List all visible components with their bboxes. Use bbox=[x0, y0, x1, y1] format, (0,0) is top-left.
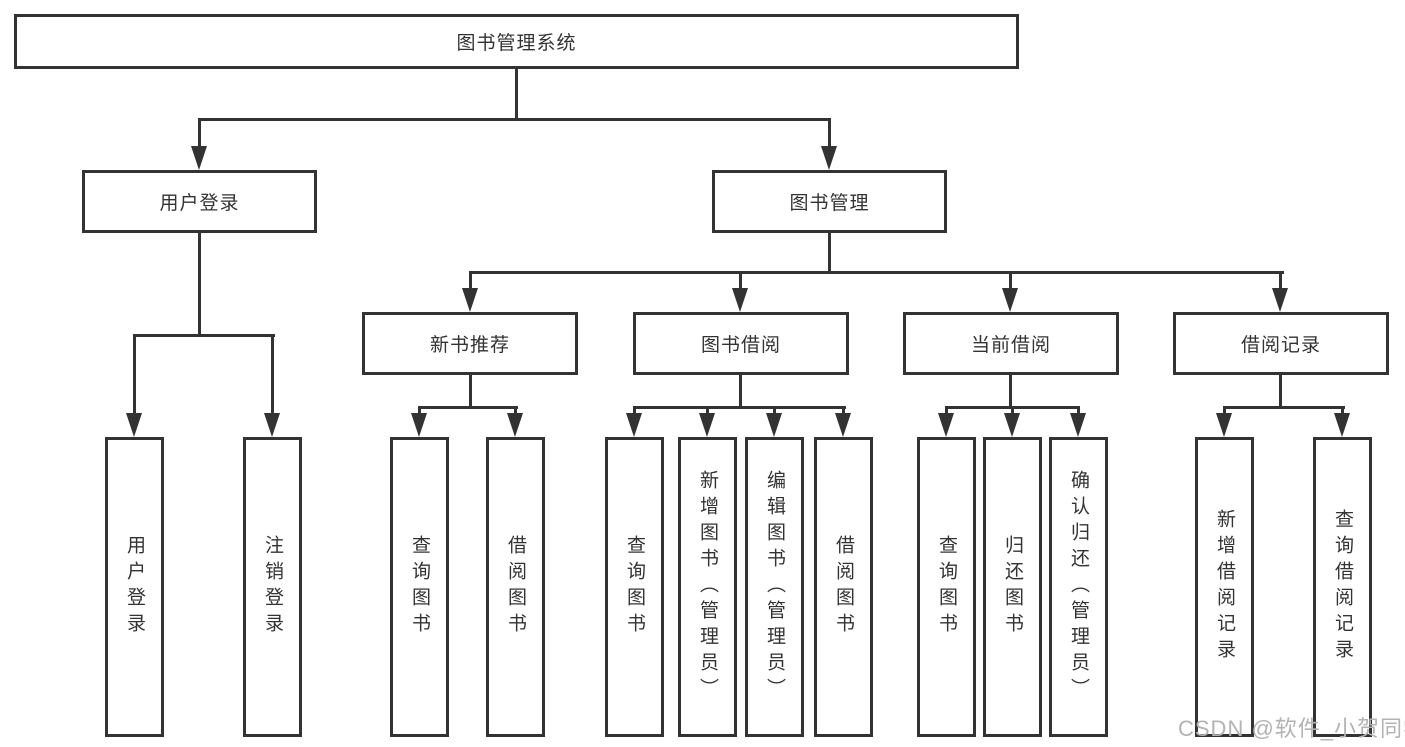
node-book-management: 图书管理 bbox=[712, 170, 947, 233]
connector-line bbox=[469, 375, 472, 409]
arrowhead-down-icon bbox=[938, 413, 954, 437]
connector-line bbox=[469, 271, 1284, 274]
connector-line bbox=[418, 406, 518, 409]
leaf-label: 查询图书 bbox=[936, 535, 957, 639]
connector-line bbox=[198, 118, 201, 152]
arrowhead-down-icon bbox=[264, 413, 280, 437]
arrowhead-down-icon bbox=[626, 413, 642, 437]
connector-line bbox=[514, 406, 517, 419]
connector-line bbox=[133, 334, 275, 337]
leaf-add-books-admin: 新增图书（管理员） bbox=[678, 437, 737, 737]
connector-line bbox=[515, 68, 518, 121]
leaf-label: 用户登录 bbox=[124, 535, 145, 639]
leaf-label: 归还图书 bbox=[1002, 535, 1023, 639]
leaf-label: 确认归还（管理员） bbox=[1068, 470, 1089, 704]
leaf-label: 新增借阅记录 bbox=[1214, 509, 1235, 665]
leaf-label: 借阅图书 bbox=[833, 535, 854, 639]
leaf-edit-books-admin: 编辑图书（管理员） bbox=[745, 437, 804, 737]
arrowhead-down-icon bbox=[1070, 413, 1086, 437]
connector-line bbox=[828, 118, 831, 152]
connector-line bbox=[828, 233, 831, 274]
connector-line bbox=[198, 118, 831, 121]
connector-line bbox=[1279, 271, 1282, 291]
connector-line bbox=[1077, 406, 1080, 419]
node-root-label: 图书管理系统 bbox=[456, 33, 577, 54]
leaf-query-borrow-record: 查询借阅记录 bbox=[1313, 437, 1372, 737]
connector-line bbox=[469, 271, 472, 291]
node-current-borrow: 当前借阅 bbox=[903, 312, 1119, 375]
arrowhead-down-icon bbox=[1216, 413, 1232, 437]
connector-line bbox=[1341, 406, 1344, 419]
arrowhead-down-icon bbox=[821, 146, 837, 170]
leaf-confirm-return-admin: 确认归还（管理员） bbox=[1049, 437, 1108, 737]
leaf-return-books: 归还图书 bbox=[983, 437, 1042, 737]
leaf-borrow-books: 借阅图书 bbox=[814, 437, 873, 737]
connector-line bbox=[1223, 406, 1226, 419]
leaf-add-borrow-record: 新增借阅记录 bbox=[1195, 437, 1254, 737]
arrowhead-down-icon bbox=[462, 288, 478, 312]
node-current-borrow-label: 当前借阅 bbox=[970, 335, 1051, 356]
connector-line bbox=[842, 406, 845, 419]
leaf-query-books-borrow: 查询图书 bbox=[605, 437, 664, 737]
leaf-user-login: 用户登录 bbox=[105, 437, 164, 737]
connector-line bbox=[1009, 375, 1012, 409]
connector-line bbox=[633, 406, 636, 419]
connector-line bbox=[706, 406, 709, 419]
arrowhead-down-icon bbox=[1002, 288, 1018, 312]
node-book-borrow: 图书借阅 bbox=[633, 312, 849, 375]
connector-line bbox=[945, 406, 948, 419]
connector-line bbox=[1223, 406, 1345, 409]
connector-line bbox=[739, 271, 742, 291]
leaf-logout: 注销登录 bbox=[243, 437, 302, 737]
connector-line bbox=[739, 375, 742, 409]
arrowhead-down-icon bbox=[191, 146, 207, 170]
leaf-label: 查询借阅记录 bbox=[1332, 509, 1353, 665]
leaf-borrow-books-recommend: 借阅图书 bbox=[486, 437, 545, 737]
connector-line bbox=[418, 406, 421, 419]
node-user-login-label: 用户登录 bbox=[159, 193, 240, 214]
node-borrow-records: 借阅记录 bbox=[1173, 312, 1389, 375]
arrowhead-down-icon bbox=[411, 413, 427, 437]
connector-line bbox=[1279, 375, 1282, 409]
node-book-borrow-label: 图书借阅 bbox=[700, 335, 781, 356]
connector-line bbox=[773, 406, 776, 419]
leaf-label: 编辑图书（管理员） bbox=[764, 470, 785, 704]
node-user-login: 用户登录 bbox=[82, 170, 317, 233]
arrowhead-down-icon bbox=[126, 413, 142, 437]
csdn-watermark: CSDN @软件_小贺同学 bbox=[1178, 716, 1405, 741]
connector-line bbox=[1009, 271, 1012, 291]
arrowhead-down-icon bbox=[1004, 413, 1020, 437]
arrowhead-down-icon bbox=[732, 288, 748, 312]
leaf-query-books-current: 查询图书 bbox=[917, 437, 976, 737]
node-borrow-records-label: 借阅记录 bbox=[1240, 335, 1321, 356]
leaf-label: 注销登录 bbox=[262, 535, 283, 639]
arrowhead-down-icon bbox=[1334, 413, 1350, 437]
leaf-label: 查询图书 bbox=[409, 535, 430, 639]
node-book-management-label: 图书管理 bbox=[789, 193, 870, 214]
node-new-book-recommend: 新书推荐 bbox=[362, 312, 578, 375]
connector-line bbox=[633, 406, 846, 409]
arrowhead-down-icon bbox=[1272, 288, 1288, 312]
node-root: 图书管理系统 bbox=[14, 14, 1019, 69]
arrowhead-down-icon bbox=[699, 413, 715, 437]
connector-line bbox=[133, 334, 136, 419]
connector-line bbox=[198, 233, 201, 337]
node-new-book-recommend-label: 新书推荐 bbox=[429, 335, 510, 356]
leaf-label: 借阅图书 bbox=[505, 535, 526, 639]
arrowhead-down-icon bbox=[507, 413, 523, 437]
leaf-label: 新增图书（管理员） bbox=[697, 470, 718, 704]
connector-line bbox=[271, 334, 274, 419]
connector-line bbox=[1011, 406, 1014, 419]
leaf-query-books-recommend: 查询图书 bbox=[390, 437, 449, 737]
arrowhead-down-icon bbox=[835, 413, 851, 437]
leaf-label: 查询图书 bbox=[624, 535, 645, 639]
arrowhead-down-icon bbox=[766, 413, 782, 437]
